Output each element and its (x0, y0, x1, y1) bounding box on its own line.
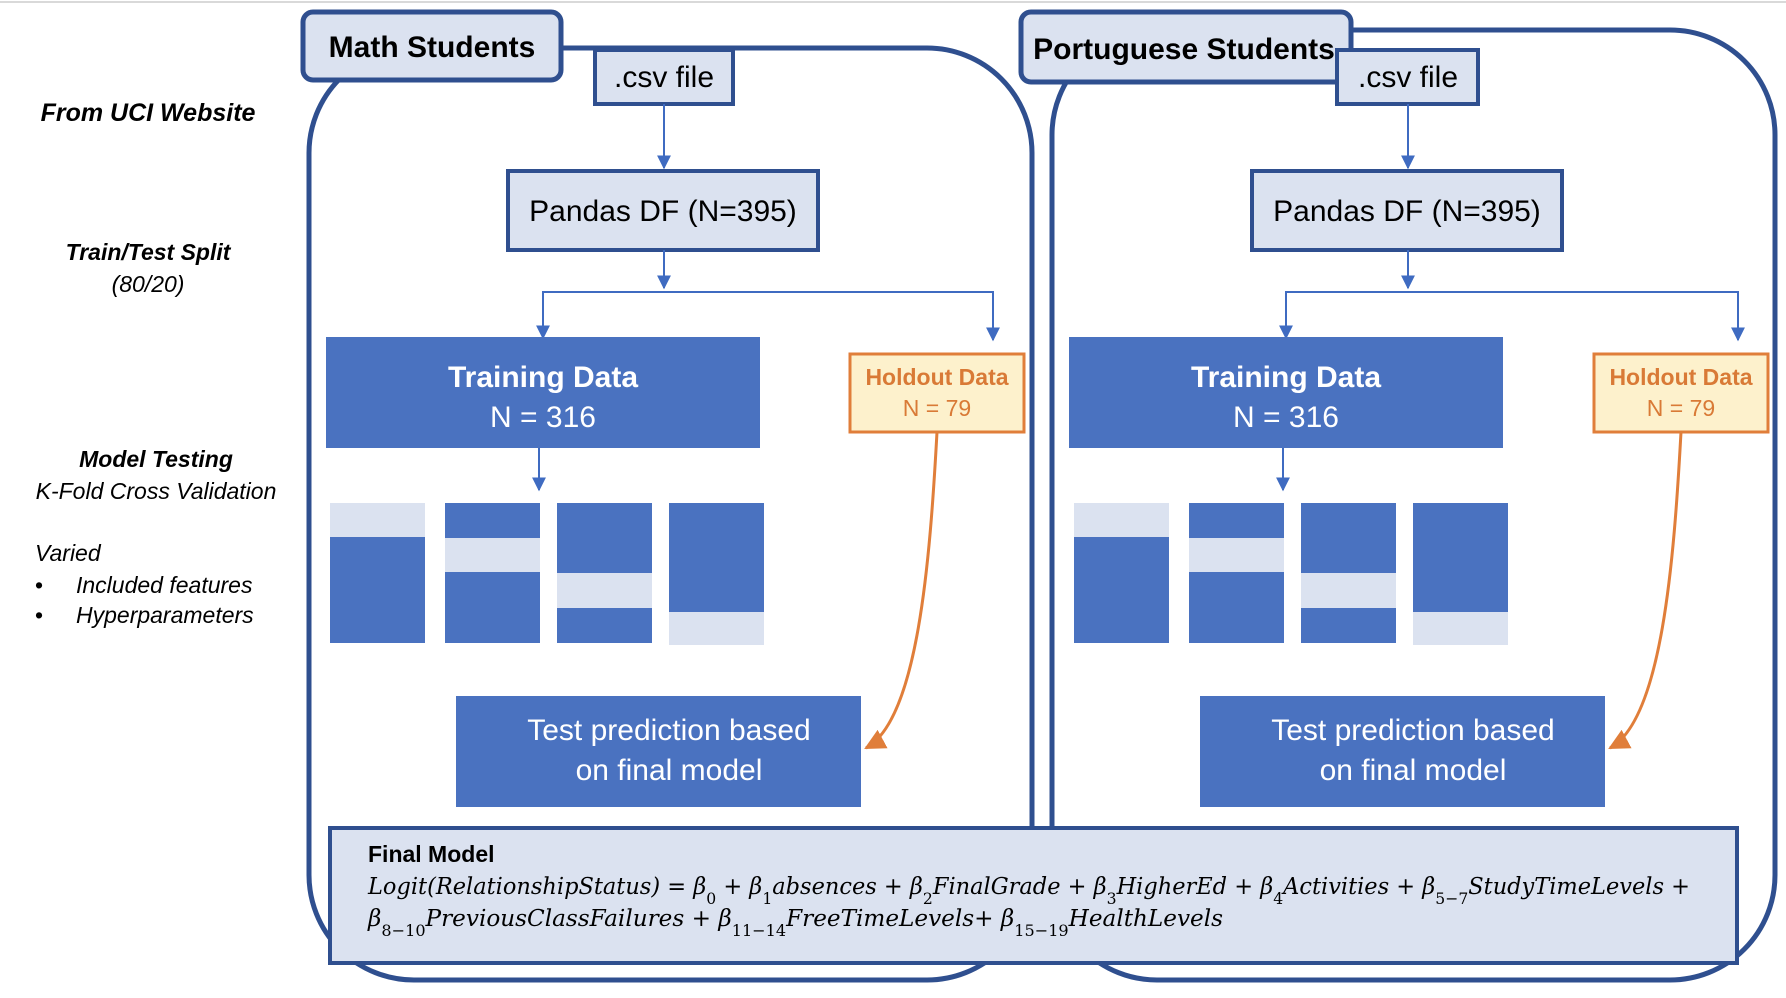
equation-term: Logit(RelationshipStatus) = (367, 874, 693, 900)
side-labels: From UCI Website Train/Test Split (80/20… (35, 99, 276, 628)
equation-subscript: 15−19 (1014, 921, 1068, 940)
training-box (326, 337, 760, 448)
varied-item-hyperparameters: Hyperparameters (76, 602, 254, 628)
testing-title: Model Testing (79, 446, 233, 472)
panel-title: Math Students (329, 31, 536, 64)
csv-label: .csv file (1358, 61, 1458, 94)
test-line-2: on final model (576, 754, 763, 787)
training-n: N = 316 (1233, 401, 1339, 434)
test-line-1: Test prediction based (1271, 714, 1555, 747)
varied-item-features: Included features (76, 572, 253, 598)
fold-validation-slice (1074, 503, 1169, 537)
equation-term: HigherEd + β (1116, 874, 1274, 900)
equation-term: β (367, 906, 381, 932)
test-line-2: on final model (1320, 754, 1507, 787)
csv-label: .csv file (614, 61, 714, 94)
fold-block (445, 503, 540, 643)
equation-subscript: 4 (1273, 889, 1283, 908)
bullet-icon: • (35, 602, 43, 628)
equation-term: + β (716, 874, 762, 900)
final-model: Final Model Logit(RelationshipStatus) = … (328, 826, 1739, 965)
equation-term: absences + β (772, 874, 923, 900)
equation-subscript: 8−10 (381, 921, 425, 940)
training-n: N = 316 (490, 401, 596, 434)
equation-subscript: 11−14 (732, 921, 786, 940)
bullet-icon: • (35, 572, 43, 598)
holdout-title: Holdout Data (865, 364, 1008, 390)
final-model-box (328, 826, 1739, 965)
dataframe-label: Pandas DF (N=395) (529, 195, 797, 228)
panel-title-box (1018, 9, 1354, 85)
equation-subscript: 3 (1107, 889, 1117, 908)
test-box (1200, 696, 1605, 807)
panel-portuguese: Portuguese Students .csv file Pandas DF … (1018, 9, 1778, 983)
equation-subscript: 5−7 (1435, 889, 1468, 908)
arrow-holdout-to-test (864, 431, 939, 750)
equation-subscript: 2 (923, 889, 933, 908)
holdout-n: N = 79 (1647, 395, 1715, 421)
kfold-blocks (1074, 503, 1508, 645)
training-box (1069, 337, 1503, 448)
kfold-blocks (330, 503, 764, 645)
holdout-box (848, 352, 1026, 434)
equation-term: Activities + β (1281, 874, 1435, 900)
test-line-1: Test prediction based (527, 714, 811, 747)
equation-subscript: 0 (706, 889, 716, 908)
split-title: Train/Test Split (66, 239, 232, 265)
varied-title: Varied (35, 540, 102, 566)
source-label: From UCI Website (41, 99, 256, 127)
equation-term: HealthLevels (1068, 906, 1224, 932)
dataframe-label: Pandas DF (N=395) (1273, 195, 1541, 228)
holdout-title: Holdout Data (1609, 364, 1752, 390)
training-title: Training Data (1191, 361, 1381, 394)
panel-outline (1049, 27, 1778, 983)
test-box (456, 696, 861, 807)
split-connector (1285, 291, 1739, 338)
fold-validation-slice (557, 573, 652, 608)
equation-term: PreviousClassFailures + β (425, 906, 732, 932)
arrow-holdout-to-test (1608, 431, 1683, 750)
fold-validation-slice (330, 503, 425, 537)
fold-validation-slice (1413, 612, 1508, 645)
equation-term: StudyTimeLevels + (1468, 874, 1690, 900)
final-model-title: Final Model (368, 841, 495, 867)
testing-method: K-Fold Cross Validation (36, 478, 277, 504)
dataframe-box (506, 169, 820, 252)
panel-title: Portuguese Students (1033, 33, 1335, 66)
csv-box (1335, 48, 1480, 106)
split-ratio: (80/20) (112, 271, 185, 297)
equation-term: FreeTimeLevels+ β (785, 906, 1014, 932)
equation-term: β (692, 874, 706, 900)
fold-validation-slice (1301, 573, 1396, 608)
fold-validation-slice (669, 612, 764, 645)
panel-math: Math Students .csv file Pandas DF (N=395… (300, 9, 1035, 983)
training-title: Training Data (448, 361, 638, 394)
split-connector (542, 291, 994, 338)
equation-subscript: 1 (762, 889, 772, 908)
equation-term: FinalGrade + β (932, 874, 1107, 900)
panel-title-box (300, 9, 564, 83)
fold-block (1189, 503, 1284, 643)
equation-line-1: Logit(RelationshipStatus) = β0 + β1absen… (367, 874, 1690, 908)
fold-validation-slice (1189, 538, 1284, 572)
holdout-n: N = 79 (903, 395, 971, 421)
fold-validation-slice (445, 538, 540, 572)
